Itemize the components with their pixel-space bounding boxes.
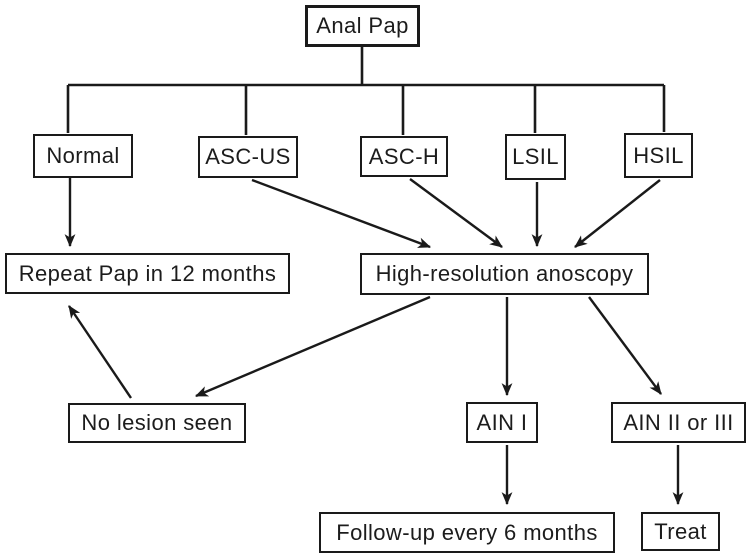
node-followup: Follow-up every 6 months: [319, 512, 615, 553]
node-repeat-pap: Repeat Pap in 12 months: [5, 253, 290, 294]
node-treat-label: Treat: [654, 518, 707, 544]
edge-no-lesion-to-repeat-pap: [68, 305, 132, 399]
node-ain1: AIN I: [466, 402, 538, 443]
node-no-lesion: No lesion seen: [68, 403, 246, 443]
node-ain1-label: AIN I: [476, 409, 528, 435]
edge-hsil-to-anoscopy: [574, 179, 661, 248]
node-normal: Normal: [33, 134, 133, 178]
edge-anoscopy-to-no-lesion: [195, 295, 431, 398]
node-anal-pap-label: Anal Pap: [316, 13, 409, 38]
node-ain23-label: AIN II or III: [623, 409, 734, 435]
node-normal-label: Normal: [46, 143, 120, 168]
node-lsil: LSIL: [505, 134, 566, 180]
node-ain23: AIN II or III: [611, 402, 746, 443]
node-followup-label: Follow-up every 6 months: [336, 519, 598, 545]
node-repeat-pap-label: Repeat Pap in 12 months: [18, 260, 277, 286]
node-hsil: HSIL: [624, 133, 693, 178]
node-lsil-label: LSIL: [512, 144, 559, 169]
edge-asc-h-to-anoscopy: [409, 178, 503, 248]
node-hsil-label: HSIL: [633, 142, 684, 168]
edge-asc-us-to-anoscopy: [251, 178, 432, 249]
node-no-lesion-label: No lesion seen: [81, 410, 233, 435]
node-asc-h-label: ASC-H: [368, 143, 440, 169]
node-asc-us: ASC-US: [198, 136, 298, 178]
node-anal-pap: Anal Pap: [305, 5, 420, 47]
node-asc-h: ASC-H: [360, 136, 448, 177]
edge-anal-pap-branches: [66, 47, 666, 135]
node-asc-us-label: ASC-US: [205, 144, 291, 169]
node-anoscopy-label: High-resolution anoscopy: [375, 261, 634, 286]
edge-anoscopy-to-ain23: [588, 296, 662, 395]
node-treat: Treat: [641, 512, 720, 551]
node-anoscopy: High-resolution anoscopy: [360, 253, 649, 295]
